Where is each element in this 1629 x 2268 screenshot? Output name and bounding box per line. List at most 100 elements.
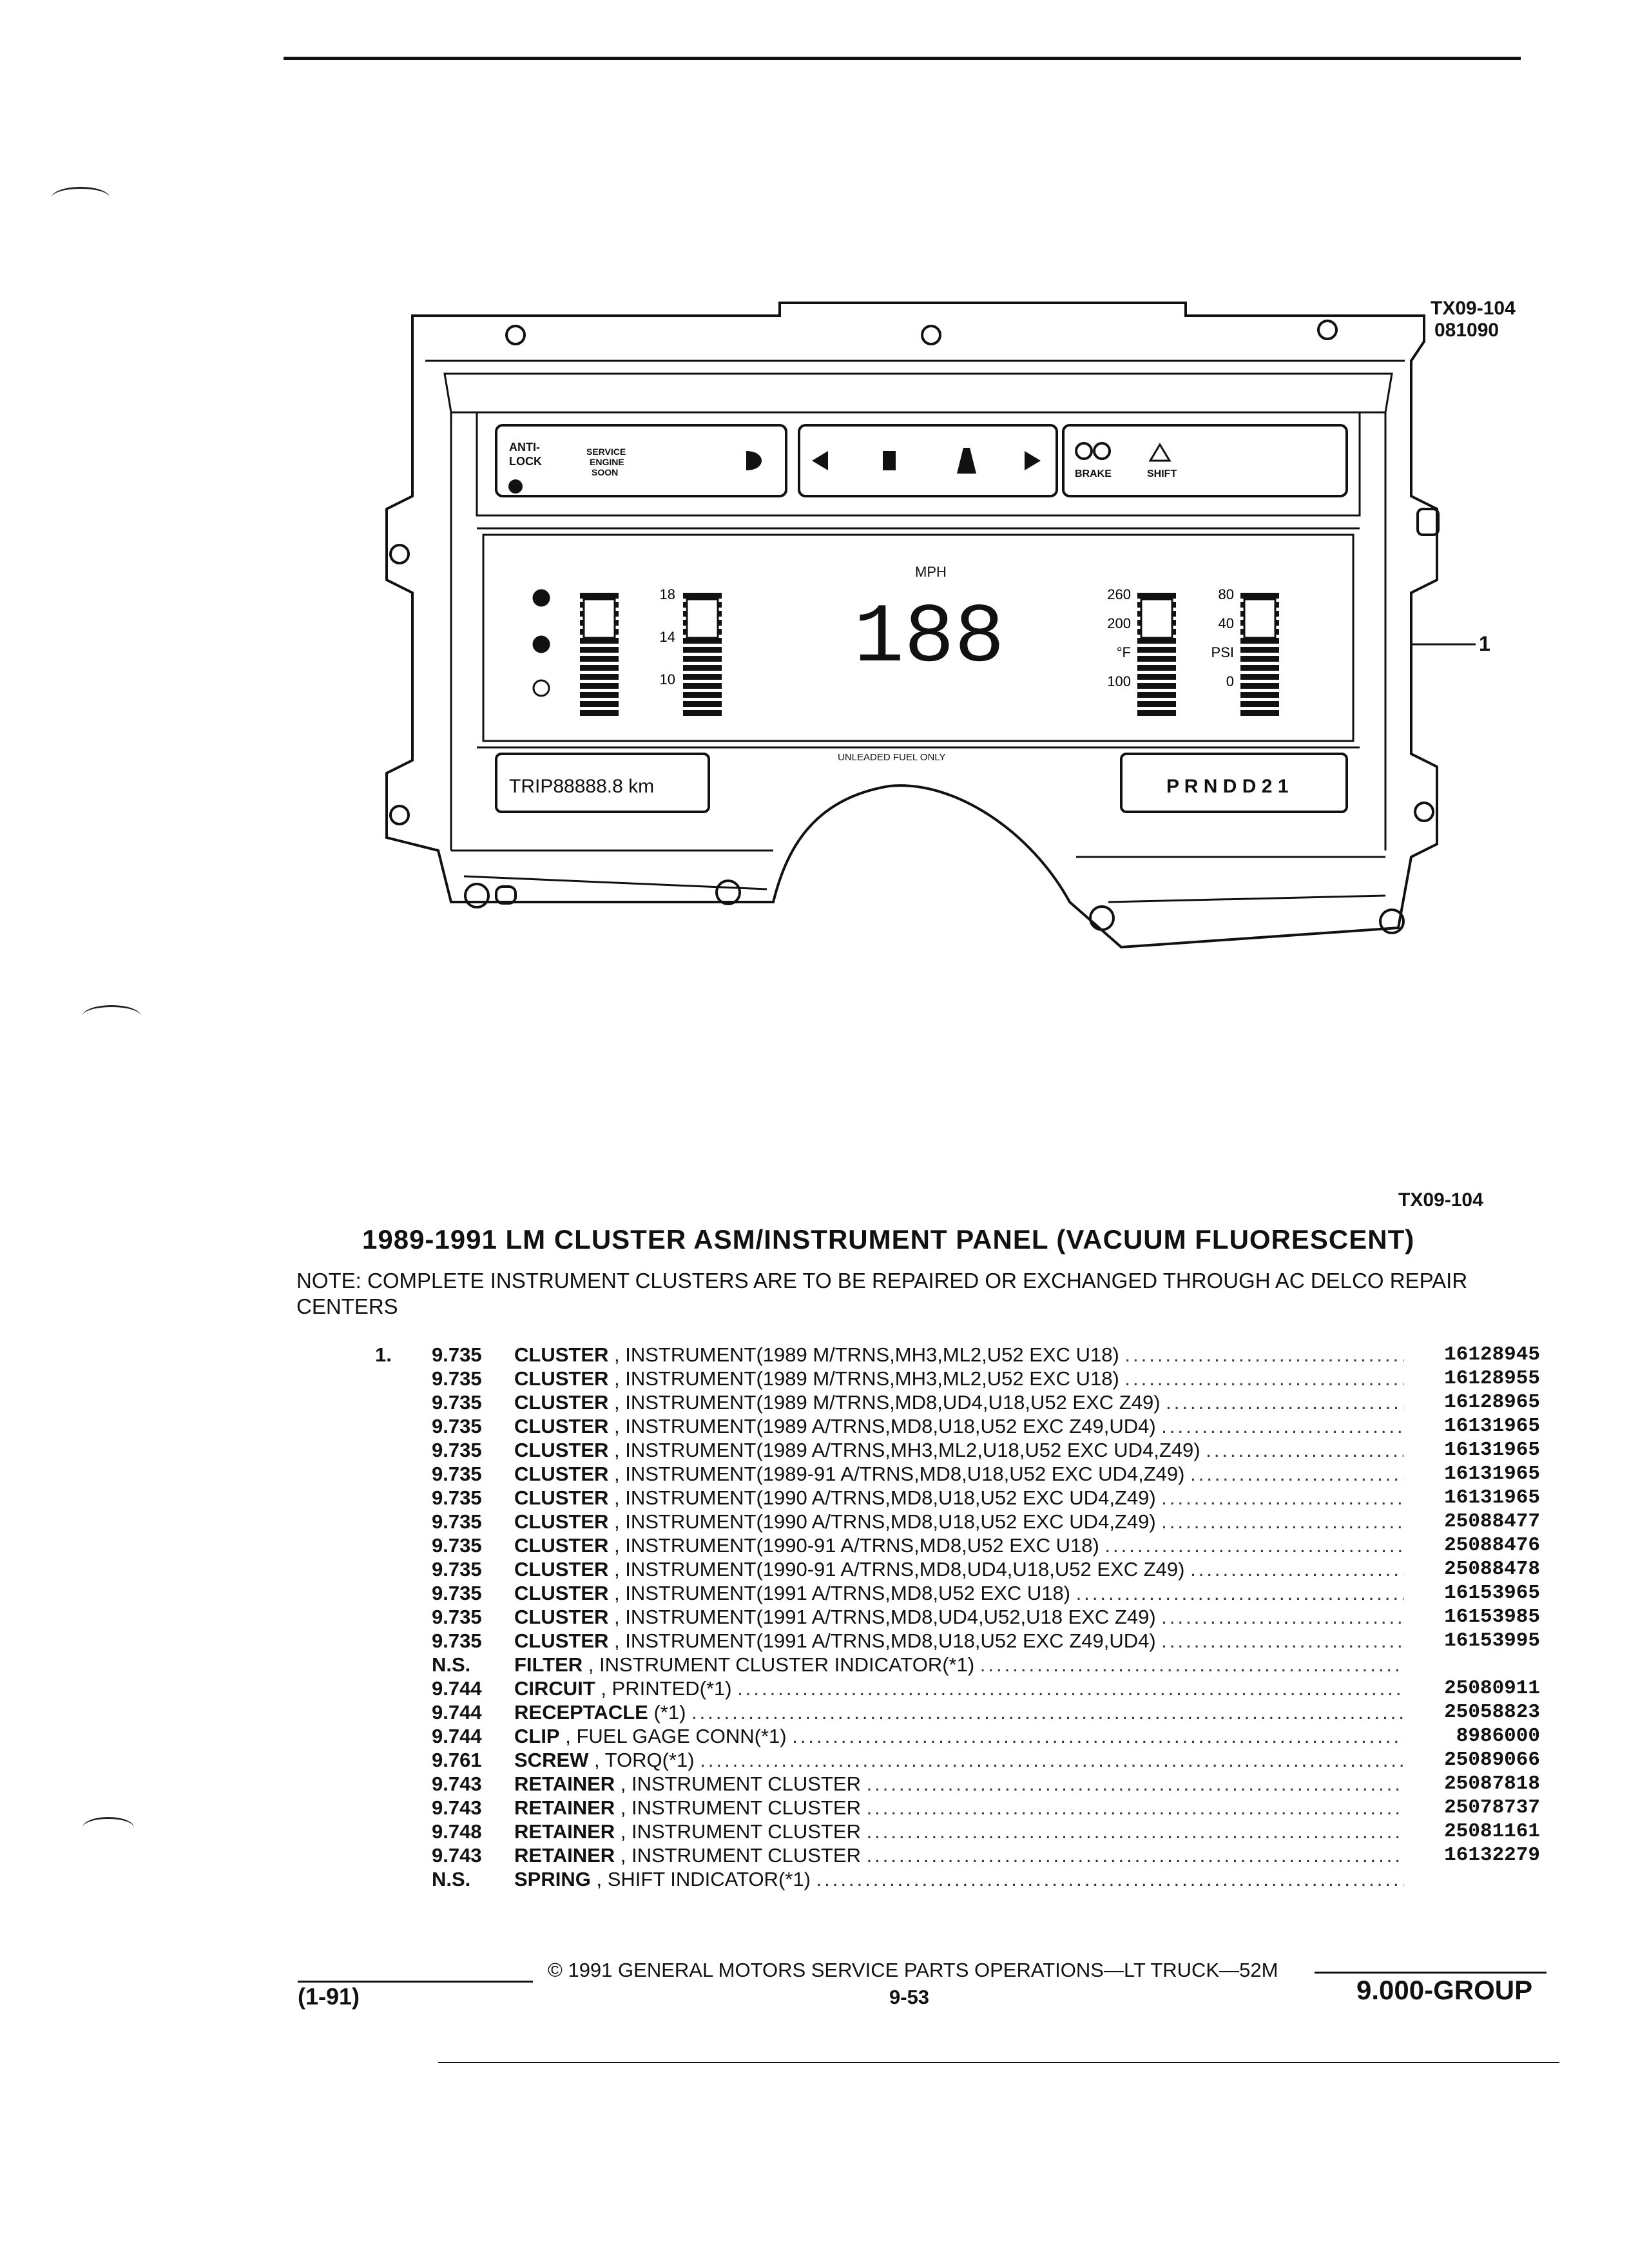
mounting-screw xyxy=(921,325,941,345)
temperature-gauge-segment xyxy=(1137,593,1176,599)
leader-dots: ........................................… xyxy=(792,1725,1403,1747)
part-description: CLIP , FUEL GAGE CONN(*1) ..............… xyxy=(514,1725,1403,1748)
part-number: 8986000 xyxy=(1456,1725,1540,1747)
warning-bar-frame xyxy=(476,411,1361,517)
part-number: 16132279 xyxy=(1444,1844,1540,1867)
part-description: CLUSTER , INSTRUMENT(1991 A/TRNS,MD8,U18… xyxy=(514,1629,1403,1653)
group-number: 9.735 xyxy=(432,1367,482,1390)
part-name: CLUSTER xyxy=(514,1534,609,1557)
anti-lock-label: LOCK xyxy=(509,455,542,468)
oil-pressure-gauge-segment xyxy=(1240,593,1279,599)
voltmeter-tick: 14 xyxy=(660,629,675,645)
part-detail: , INSTRUMENT(1989 M/TRNS,MH3,ML2,U52 EXC… xyxy=(608,1367,1125,1390)
fuel-gauge-segment xyxy=(580,701,619,707)
part-description: SPRING , SHIFT INDICATOR(*1) ...........… xyxy=(514,1868,1403,1891)
temperature-gauge-segment xyxy=(1137,674,1176,680)
leader-dots: ........................................… xyxy=(866,1820,1403,1843)
part-detail: , INSTRUMENT(1989 A/TRNS,MH3,ML2,U18,U52… xyxy=(608,1439,1206,1461)
voltmeter-tick: 18 xyxy=(660,586,675,602)
oil-pressure-tick: PSI xyxy=(1211,644,1234,660)
speed-digits: 188 xyxy=(854,591,1005,686)
oil-pressure-gauge-segment xyxy=(1240,638,1279,644)
part-number: 25087818 xyxy=(1444,1773,1540,1795)
voltmeter-segment xyxy=(683,674,722,680)
leader-dots: ........................................… xyxy=(737,1677,1403,1700)
part-description: CLUSTER , INSTRUMENT(1989-91 A/TRNS,MD8,… xyxy=(514,1463,1403,1486)
group-number: 9.735 xyxy=(432,1415,482,1437)
part-name: CLUSTER xyxy=(514,1415,609,1437)
voltmeter-segment xyxy=(683,656,722,662)
group-number: 9.743 xyxy=(432,1844,482,1867)
mounting-screw xyxy=(715,879,741,905)
leader-dots: ........................................… xyxy=(1166,1391,1403,1414)
part-description: RETAINER , INSTRUMENT CLUSTER ..........… xyxy=(514,1820,1403,1843)
temperature-gauge-segment xyxy=(1137,710,1176,716)
group-number: 9.735 xyxy=(432,1391,482,1414)
service-engine-label: SOON xyxy=(592,467,618,477)
part-number: 16153985 xyxy=(1444,1606,1540,1628)
leader-dots: ........................................… xyxy=(700,1749,1403,1771)
oil-pressure-gauge-icon xyxy=(1243,598,1277,639)
voltmeter-segment xyxy=(683,692,722,698)
part-number: 25088477 xyxy=(1444,1510,1540,1533)
temperature-gauge-segment xyxy=(1137,656,1176,662)
gear-display: P R N D D 2 1 xyxy=(1166,776,1289,797)
oil-pressure-gauge-segment xyxy=(1240,674,1279,680)
part-name: RETAINER xyxy=(514,1820,615,1843)
part-detail: , INSTRUMENT(1989 M/TRNS,MD8,UD4,U18,U52… xyxy=(608,1391,1166,1414)
figure-caption-code: TX09-104 xyxy=(1398,1189,1483,1211)
oil-pressure-gauge-segment xyxy=(1240,692,1279,698)
leader-dots: ........................................… xyxy=(1075,1582,1403,1604)
group-number: 9.743 xyxy=(432,1773,482,1795)
footer-group: 9.000-GROUP xyxy=(1356,1975,1533,2005)
leader-dots: ........................................… xyxy=(1124,1343,1403,1366)
part-description: CLUSTER , INSTRUMENT(1990-91 A/TRNS,MD8,… xyxy=(514,1534,1403,1557)
fuel-note: UNLEADED FUEL ONLY xyxy=(838,752,946,763)
mounting-hole xyxy=(389,544,410,564)
part-number: 16131965 xyxy=(1444,1486,1540,1509)
group-number: 9.735 xyxy=(432,1582,482,1604)
leader-dots: ........................................… xyxy=(1161,1415,1403,1437)
part-description: CLUSTER , INSTRUMENT(1989 M/TRNS,MH3,ML2… xyxy=(514,1367,1403,1390)
part-description: CLUSTER , INSTRUMENT(1989 M/TRNS,MD8,UD4… xyxy=(514,1391,1403,1414)
temperature-gauge-segment xyxy=(1137,665,1176,671)
part-description: CLUSTER , INSTRUMENT(1991 A/TRNS,MD8,U52… xyxy=(514,1582,1403,1605)
scan-mark xyxy=(52,187,110,208)
temperature-tick: 100 xyxy=(1107,673,1131,689)
part-number: 16131965 xyxy=(1444,1463,1540,1485)
leader-dots: ........................................… xyxy=(1104,1534,1403,1557)
part-number: 25088478 xyxy=(1444,1558,1540,1581)
mounting-screw xyxy=(505,325,526,345)
temperature-tick: °F xyxy=(1117,644,1131,660)
part-name: CIRCUIT xyxy=(514,1677,595,1700)
part-description: RETAINER , INSTRUMENT CLUSTER ..........… xyxy=(514,1796,1403,1820)
temperature-gauge-segment xyxy=(1137,638,1176,644)
part-detail: , INSTRUMENT(1991 A/TRNS,MD8,UD4,U52,U18… xyxy=(608,1606,1162,1628)
leader-dots: ........................................… xyxy=(866,1796,1403,1819)
leader-dots: ........................................… xyxy=(1161,1510,1403,1533)
part-name: CLUSTER xyxy=(514,1558,609,1581)
figure-ref-date: 081090 xyxy=(1434,320,1499,341)
part-number: 25088476 xyxy=(1444,1534,1540,1557)
instrument-cluster-figure: ANTI- LOCK SERVICE ENGINE SOON BRAKE SHI… xyxy=(385,302,1490,949)
footer-date-code: (1-91) xyxy=(298,1983,360,2010)
part-number: 25080911 xyxy=(1444,1677,1540,1700)
part-name: CLIP xyxy=(514,1725,560,1747)
anti-lock-label: ANTI- xyxy=(509,441,540,454)
part-name: CLUSTER xyxy=(514,1343,609,1366)
oil-pressure-tick: 80 xyxy=(1219,586,1234,602)
leader-dots: ........................................… xyxy=(1161,1486,1403,1509)
part-detail: , INSTRUMENT(1991 A/TRNS,MD8,U52 EXC U18… xyxy=(608,1582,1076,1604)
mounting-screw xyxy=(1089,905,1115,931)
callout-number: 1 xyxy=(1479,632,1490,655)
part-name: CLUSTER xyxy=(514,1367,609,1390)
top-rule xyxy=(284,57,1521,60)
warning-panel-right xyxy=(1062,424,1348,497)
